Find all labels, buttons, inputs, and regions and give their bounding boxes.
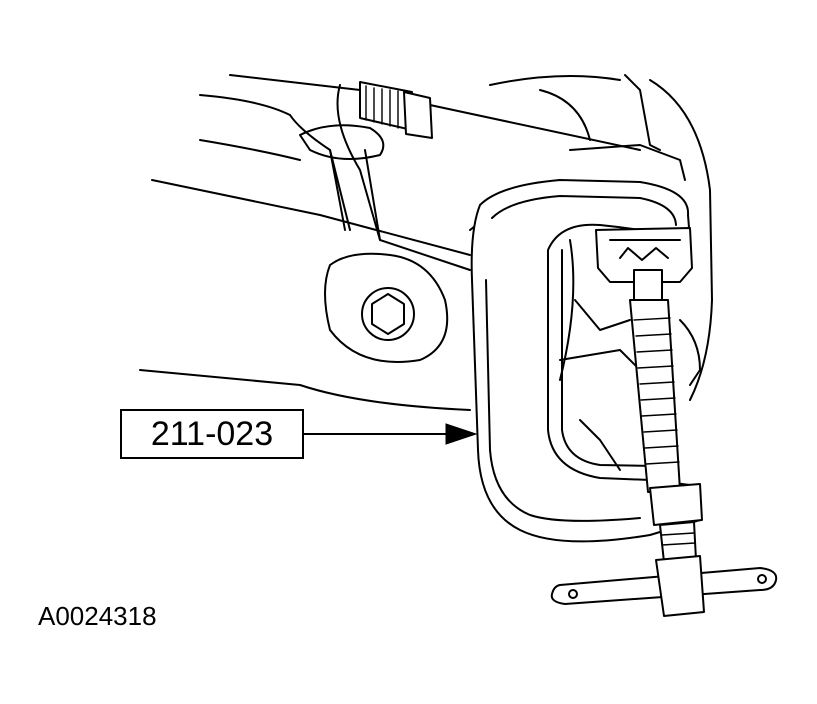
tool-number-callout: 211-023 — [120, 409, 304, 459]
forcing-screw — [629, 269, 703, 563]
suspension-arm — [139, 74, 641, 411]
callout-arrow — [303, 423, 478, 445]
receiver-cup — [595, 227, 693, 283]
c-frame-press — [470, 179, 701, 543]
steering-knuckle — [489, 74, 713, 471]
figure-id-label: A0024318 — [38, 601, 157, 631]
frame-bolt — [324, 252, 449, 363]
t-handle — [550, 555, 778, 617]
stabilizer-link — [299, 81, 433, 241]
